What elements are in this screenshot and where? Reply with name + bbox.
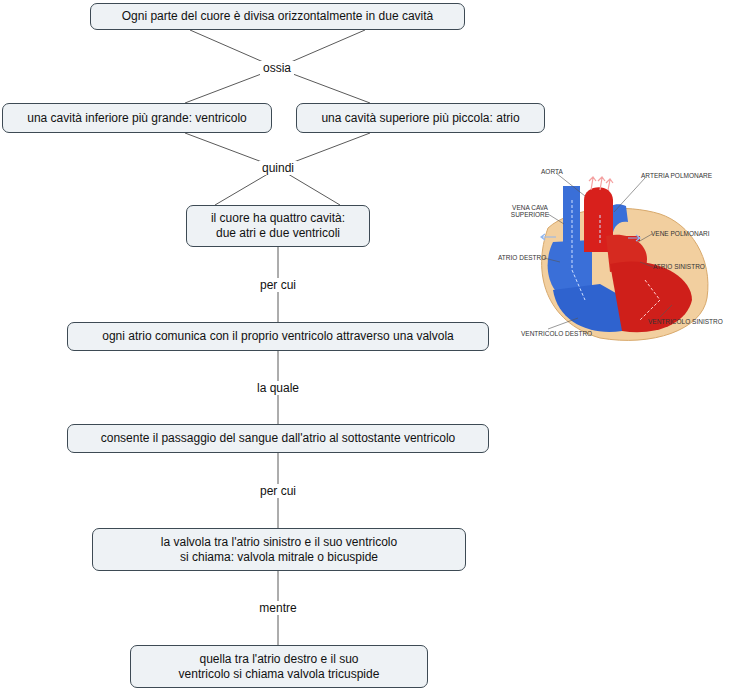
flow-arrow (541, 234, 640, 241)
part-label: VENA CAVA SUPERIORE (510, 204, 550, 218)
connector-label: ossia (260, 61, 294, 75)
leader-lines (544, 173, 672, 329)
concept-box: una cavità inferiore più grande: ventric… (2, 103, 272, 133)
concept-box: ogni atrio comunica con il proprio ventr… (67, 322, 489, 351)
concept-box: consente il passaggio del sangue dall'at… (67, 424, 489, 453)
concept-box: il cuore ha quattro cavità: due atri e d… (186, 205, 370, 247)
part-label: ATRIO DESTRO (498, 254, 546, 261)
box-text: ogni atrio comunica con il proprio ventr… (102, 329, 454, 344)
box-text: la valvola tra l'atrio sinistro e il suo… (99, 535, 459, 565)
connector-label: per cui (257, 278, 299, 292)
box-text: una cavità superiore più piccola: atrio (321, 111, 519, 126)
flow-line (572, 200, 600, 300)
part-label: VENTRICOLO SINISTRO (648, 318, 723, 325)
part-label: ARTERIA POLMONARE (641, 172, 712, 179)
connector-label: per cui (257, 484, 299, 498)
connector-label: quindi (259, 161, 297, 175)
concept-box: una cavità superiore più piccola: atrio (296, 103, 545, 133)
flow-line (640, 280, 660, 320)
part-label: VENE POLMONARI (651, 230, 710, 237)
box-text: il cuore ha quattro cavità: due atri e d… (193, 211, 363, 241)
part-label: VENTRICOLO DESTRO (521, 330, 592, 337)
concept-box: Ogni parte del cuore è divisa orizzontal… (90, 3, 465, 30)
flow-arrow (589, 177, 613, 190)
connector-label: mentre (256, 601, 299, 615)
box-text: consente il passaggio del sangue dall'at… (101, 431, 456, 446)
connector-label: la quale (254, 381, 302, 395)
concept-box: la valvola tra l'atrio sinistro e il suo… (92, 528, 466, 571)
box-text: Ogni parte del cuore è divisa orizzontal… (122, 9, 434, 24)
concept-box: quella tra l'atrio destro e il suo ventr… (130, 645, 428, 688)
box-text: una cavità inferiore più grande: ventric… (27, 111, 246, 126)
box-text: quella tra l'atrio destro e il suo ventr… (137, 652, 421, 682)
part-label: ATRIO SINISTRO (653, 263, 705, 270)
part-label: AORTA (541, 168, 563, 175)
